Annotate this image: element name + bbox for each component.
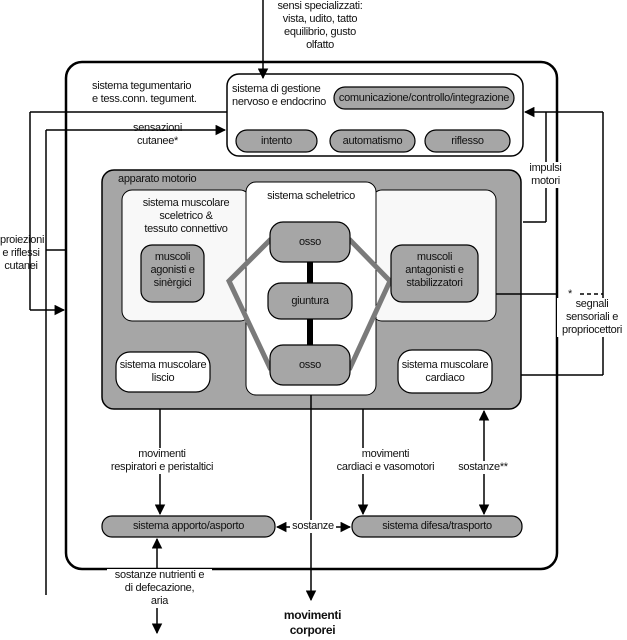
liscio-label: sistema muscolare liscio [119, 359, 207, 384]
antagonisti-box [390, 244, 479, 303]
cardiaco-label: sistema muscolare cardiaco [401, 359, 489, 384]
apparato-label: apparato motorio [118, 173, 197, 185]
comunicazione-label: comunicazione/controllo/integrazione [338, 92, 510, 104]
proiezioni-label: proiezioni e riflessi cutanei [0, 234, 45, 272]
agonisti-label: muscoli agonisti e sinèrgici [150, 251, 195, 289]
muscolare-scheletrico-label: sistema muscolare sceletrico & tessuto c… [142, 197, 230, 235]
osso-bottom [269, 344, 351, 386]
automatismo-label: automatismo [342, 135, 403, 147]
comunicazione-pill [333, 86, 515, 110]
scheletrico-label: sistema scheletrico [267, 190, 355, 202]
antagonisti-label: muscoli antagonisti e stabilizzatori [405, 251, 464, 289]
automatismo-pill [329, 129, 416, 153]
mov-resp-label: movimenti respiratori e peristaltici [92, 448, 232, 474]
osso-bottom-label: osso [298, 359, 322, 371]
cardiaco-box [397, 349, 493, 394]
giuntura-box [267, 282, 353, 320]
riflesso-pill [424, 129, 511, 153]
difesa-label: sistema difesa/trasporto [382, 520, 492, 532]
apporto-box [101, 515, 276, 538]
osso-top-label: osso [298, 236, 322, 248]
liscio-box [115, 351, 211, 393]
osso-top [269, 221, 351, 263]
asterisk-label: * [568, 288, 572, 300]
giuntura-label: giuntura [291, 295, 329, 307]
sostanze-ss-label: sostanze** [454, 461, 512, 474]
difesa-box [351, 515, 523, 538]
nutrienti-label: sostanze nutrienti e di defecazione, ari… [107, 569, 212, 608]
mov-card-label: movimenti cardiaci e vasomotori [328, 448, 443, 474]
riflesso-label: riflesso [451, 135, 484, 147]
sensazioni-label: sensazioni cutanee* [133, 122, 182, 147]
intento-label: intento [261, 135, 292, 147]
impulsi-label: impulsi motori [523, 162, 568, 188]
agonisti-box [140, 244, 205, 303]
input-sensi-label: sensi specializzati: vista, udito, tatto… [277, 0, 363, 51]
sostanze-label: sostanze [290, 520, 336, 533]
tegumentario-label: sistema tegumentario e tess.conn. tegume… [92, 80, 197, 105]
apporto-label: sistema apporto/asporto [132, 520, 245, 532]
movimenti-corporei-label: movimenti corporei [283, 608, 342, 637]
segnali-label: segnali sensoriali e propriocettori [557, 298, 627, 337]
nervoso-title: sistema di gestione nervoso e endocrino [232, 83, 326, 108]
intento-pill [235, 129, 318, 153]
